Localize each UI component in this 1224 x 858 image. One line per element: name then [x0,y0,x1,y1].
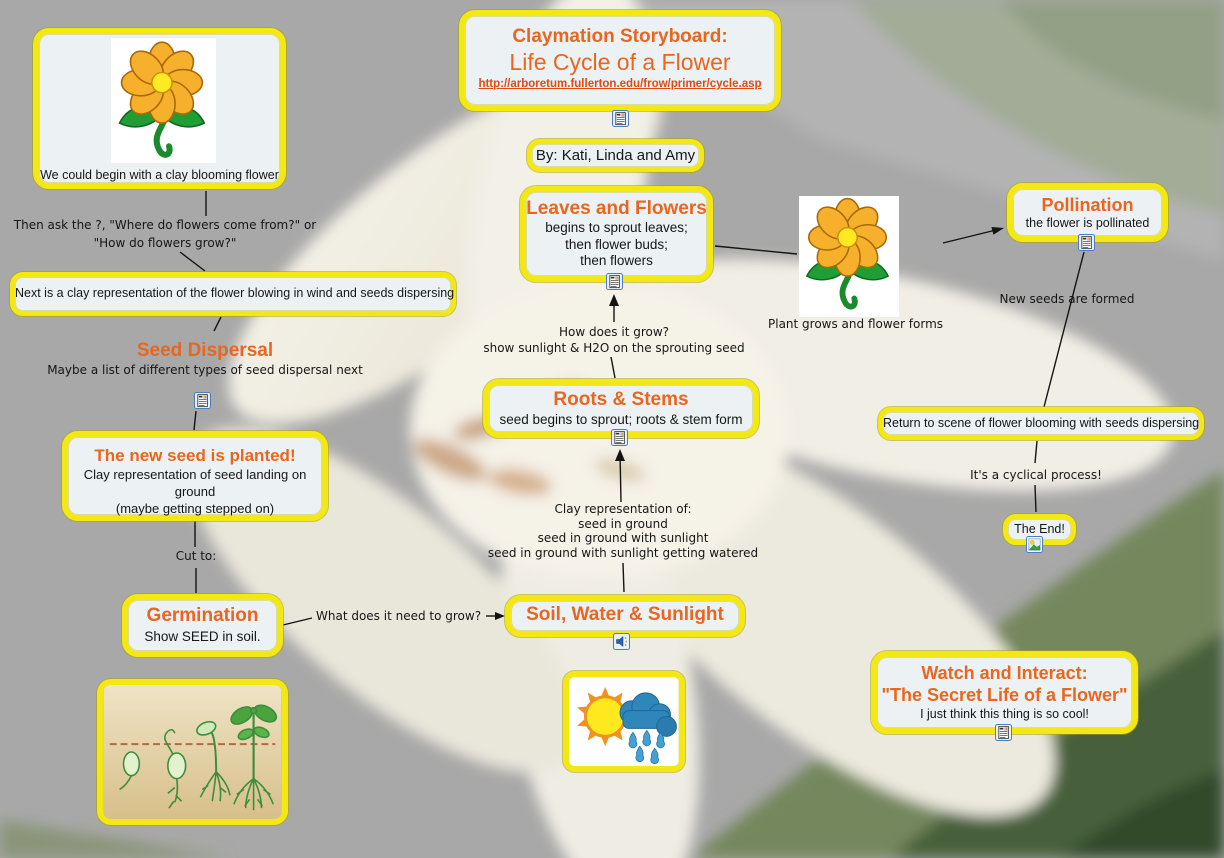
title-line2: Life Cycle of a Flower [509,49,731,75]
speaker-icon[interactable] [613,633,630,650]
sun-rain-image-box[interactable] [563,671,685,772]
byline-box[interactable]: By: Kati, Linda and Amy [527,139,704,172]
ask-line1: Then ask the ?, "Where do flowers come f… [13,218,317,232]
roots-box[interactable]: Roots & Stems seed begins to sprout; roo… [483,379,759,438]
seed-dispersal-node[interactable]: Seed Dispersal Maybe a list of different… [20,340,390,379]
soil-box[interactable]: Soil, Water & Sunlight [505,595,745,637]
blooming-flower-clipart[interactable] [799,196,899,317]
sun-and-rain-clipart [569,677,679,766]
title-box[interactable]: Claymation Storyboard: Life Cycle of a F… [459,10,781,111]
note-icon[interactable] [995,724,1012,741]
germination-image-box[interactable] [97,679,288,825]
pollination-subtitle: the flower is pollinated [1025,216,1150,230]
germination-subtitle: Show SEED in soil. [144,629,261,644]
germination-title: Germination [146,605,259,626]
next-text: Next is a clay representation of the flo… [15,286,455,300]
note-icon[interactable] [611,429,628,446]
end-box[interactable]: The End! [1003,514,1076,545]
title-line1: Claymation Storyboard: [512,26,728,47]
new-seed-title: The new seed is planted! [94,446,296,465]
new-seed-line1: Clay representation of seed landing on g… [83,467,307,499]
leaves-title: Leaves and Flowers [526,198,707,219]
leaves-box[interactable]: Leaves and Flowers begins to sprout leav… [520,186,713,282]
grow-question-text[interactable]: What does it need to grow? [316,609,482,623]
note-icon[interactable] [194,392,211,409]
plant-grows-caption[interactable]: Plant grows and flower forms [768,317,944,331]
seed-germination-stages-clipart [103,685,282,819]
new-seeds-text[interactable]: New seeds are formed [999,292,1135,306]
how-grow-text[interactable]: How does it grow? show sunlight & H2O on… [483,325,745,355]
germination-box[interactable]: Germination Show SEED in soil. [122,594,283,657]
pollination-title: Pollination [1041,195,1134,215]
blooming-flower-clipart [111,38,216,163]
new-seed-line2: (maybe getting stepped on) [115,501,275,516]
next-box[interactable]: Next is a clay representation of the flo… [10,272,456,316]
roots-subtitle: seed begins to sprout; roots & stem form [499,412,743,427]
soil-title: Soil, Water & Sunlight [526,604,724,625]
clay-representation-text[interactable]: Clay representation of: seed in ground s… [487,502,759,560]
title-link[interactable]: http://arboretum.fullerton.edu/frow/prim… [478,78,762,90]
picture-icon[interactable] [1026,536,1043,553]
seed-dispersal-title: Seed Dispersal [136,340,274,361]
seed-dispersal-subtitle: Maybe a list of different types of seed … [47,363,363,377]
cyclical-text[interactable]: It's a cyclical process! [970,468,1102,482]
ask-question-text[interactable]: Then ask the ?, "Where do flowers come f… [0,217,330,252]
new-seed-box[interactable]: The new seed is planted! Clay representa… [62,431,328,521]
cut-to-text[interactable]: Cut to: [175,549,217,563]
note-icon[interactable] [612,110,629,127]
roots-title: Roots & Stems [553,389,689,410]
return-box[interactable]: Return to scene of flower blooming with … [878,407,1204,440]
watch-box[interactable]: Watch and Interact: "The Secret Life of … [871,651,1138,734]
note-icon[interactable] [1078,234,1095,251]
begin-box[interactable]: We could begin with a clay blooming flow… [33,28,286,189]
ask-line2: "How do flowers grow?" [93,235,237,250]
byline-text: By: Kati, Linda and Amy [535,147,696,164]
note-icon[interactable] [606,273,623,290]
begin-caption: We could begin with a clay blooming flow… [40,168,279,182]
